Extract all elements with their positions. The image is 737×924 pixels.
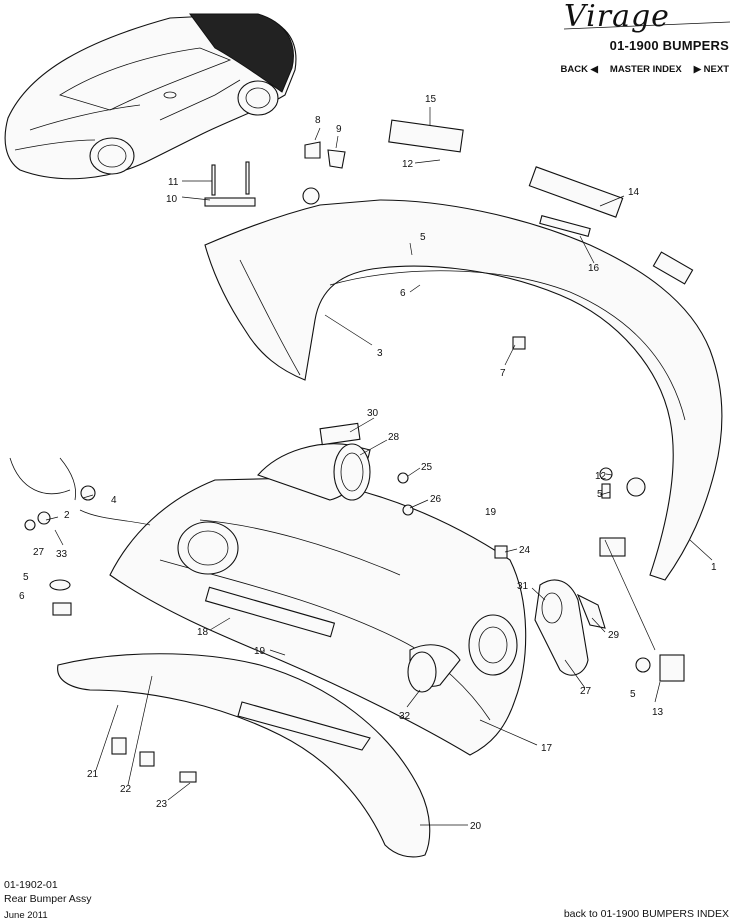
callout-2: 2	[64, 510, 70, 521]
callout-3: 3	[377, 348, 383, 359]
back-to-index-link[interactable]: back to 01-1900 BUMPERS INDEX	[563, 908, 729, 920]
callout-labels: 1 2 3 4 5 6 7 8 9 10 11 12 13 14 15 16 1…	[19, 94, 717, 832]
reflector-assembly	[534, 579, 606, 676]
section-title: 01-1900 BUMPERS	[609, 38, 729, 53]
master-index-link[interactable]: MASTER INDEX	[609, 64, 682, 75]
drawing-code: 01-1902-01	[4, 879, 58, 891]
callout-23: 23	[156, 799, 168, 810]
next-link[interactable]: ▶ NEXT	[694, 64, 729, 75]
callout-31: 31	[517, 581, 529, 592]
callout-4: 4	[111, 495, 117, 506]
callout-28: 28	[388, 432, 400, 443]
callout-30: 30	[367, 408, 379, 419]
callout-11: 11	[168, 177, 179, 188]
callout-25: 25	[421, 462, 433, 473]
callout-17: 17	[541, 743, 553, 754]
triangle-left-icon: ◀	[590, 64, 598, 75]
callout-5c: 5	[597, 489, 603, 500]
callout-14: 14	[628, 187, 640, 198]
callout-21: 21	[87, 769, 99, 780]
callout-5a: 5	[420, 232, 426, 243]
car-thumbnail	[4, 13, 297, 180]
leader-lines	[45, 107, 713, 826]
callout-1: 1	[711, 562, 717, 573]
lower-trim	[57, 653, 431, 858]
callout-16: 16	[588, 263, 600, 274]
next-label: NEXT	[703, 64, 729, 75]
callout-8: 8	[315, 115, 321, 126]
virage-logo: Virage	[563, 0, 731, 34]
callout-24: 24	[519, 545, 531, 556]
callout-7: 7	[500, 368, 506, 379]
callout-20: 20	[470, 821, 482, 832]
rear-bumper-cover	[204, 199, 723, 581]
back-label: BACK	[560, 64, 588, 75]
callout-13: 13	[652, 707, 664, 718]
callout-5d: 5	[630, 689, 636, 700]
navigation-bar: BACK ◀ MASTER INDEX ▶ NEXT	[561, 64, 730, 75]
callout-19b: 19	[485, 507, 497, 518]
callout-19a: 19	[254, 646, 266, 657]
callout-6a: 6	[400, 288, 406, 299]
callout-27a: 27	[580, 686, 592, 697]
callout-15: 15	[425, 94, 437, 105]
callout-22: 22	[120, 784, 132, 795]
callout-6b: 6	[19, 591, 25, 602]
callout-33: 33	[56, 549, 68, 560]
callout-5b: 5	[23, 572, 29, 583]
triangle-right-icon: ▶	[693, 64, 702, 75]
callout-12a: 12	[402, 159, 414, 170]
callout-10: 10	[166, 194, 178, 205]
callout-27b: 27	[33, 547, 45, 558]
callout-18: 18	[197, 627, 209, 638]
callout-32: 32	[399, 711, 411, 722]
callout-26: 26	[430, 494, 442, 505]
exhaust-tips	[257, 443, 461, 693]
back-link[interactable]: BACK ◀	[561, 64, 598, 75]
callout-12b: 12	[595, 471, 607, 482]
callout-29: 29	[608, 630, 620, 641]
callout-9: 9	[336, 124, 342, 135]
drawing-date: June 2011	[4, 910, 48, 921]
drawing-name: Rear Bumper Assy	[4, 893, 92, 905]
